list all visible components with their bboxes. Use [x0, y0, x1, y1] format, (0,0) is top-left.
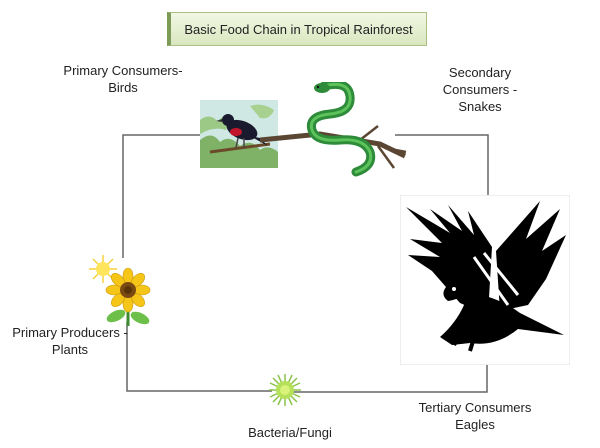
sun-icon — [89, 255, 117, 283]
label-plants: Primary Producers - Plants — [12, 325, 128, 357]
diagram-title: Basic Food Chain in Tropical Rainforest — [167, 12, 427, 46]
snake-icon — [260, 82, 407, 177]
label-bacteria: Bacteria/Fungi — [248, 425, 332, 440]
label-eagles: Tertiary Consumers Eagles — [418, 400, 532, 432]
cycle-line-bottom-right — [293, 365, 488, 393]
microbe-icon — [269, 374, 301, 406]
cycle-line-right — [395, 134, 489, 212]
cycle-line-bottom-left — [126, 322, 272, 392]
label-snakes: Secondary Consumers - Snakes — [442, 65, 518, 114]
bird-icon — [200, 100, 278, 168]
cycle-line-top — [122, 134, 200, 258]
eagle-icon — [400, 195, 570, 365]
label-birds: Primary Consumers- Birds — [63, 63, 183, 95]
sunflower-icon — [105, 268, 151, 326]
